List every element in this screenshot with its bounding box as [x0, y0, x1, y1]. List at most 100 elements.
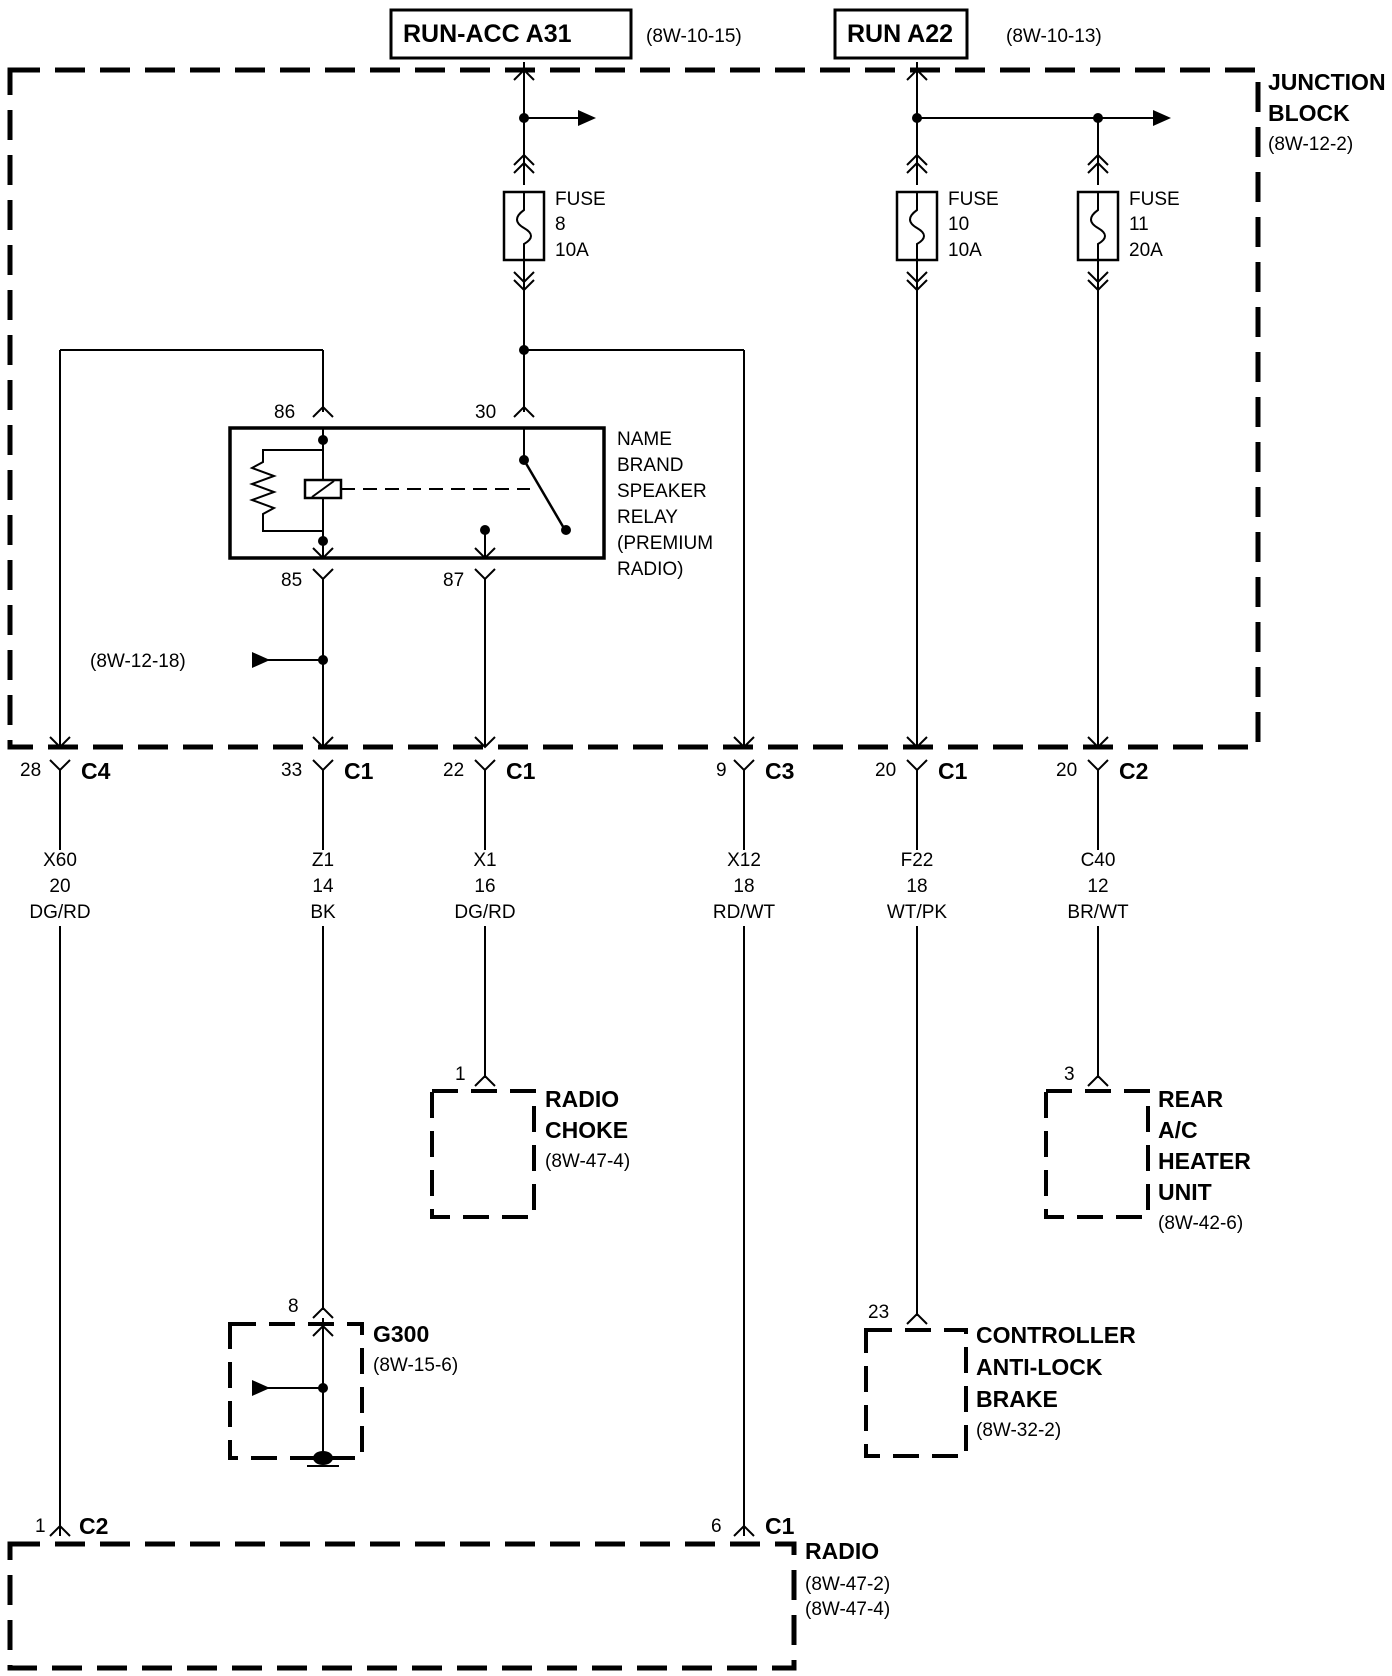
svg-text:RADIO): RADIO) — [617, 559, 684, 580]
svg-text:RADIO: RADIO — [805, 1538, 879, 1564]
svg-text:C2: C2 — [1119, 758, 1148, 784]
svg-text:BLOCK: BLOCK — [1268, 100, 1350, 126]
connector-c2-20: 20 C2 — [1056, 736, 1148, 784]
run-acc-label: RUN-ACC A31 — [403, 20, 572, 48]
connector-c1-33: 33 C1 — [281, 736, 374, 784]
connector-c1-22: 22 C1 — [443, 736, 536, 784]
relay-pin-86: 86 — [274, 402, 295, 423]
relay-box — [228, 426, 606, 560]
svg-text:UNIT: UNIT — [1158, 1179, 1212, 1205]
relay-label: NAME BRAND SPEAKER RELAY (PREMIUM RADIO) — [617, 429, 713, 580]
abs-pin: 23 — [868, 1302, 889, 1323]
svg-text:(8W-47-4): (8W-47-4) — [805, 1599, 890, 1620]
run-ref: (8W-10-13) — [1006, 26, 1102, 47]
svg-text:DG/RD: DG/RD — [29, 902, 90, 923]
fuse-10-number: 10 — [948, 214, 969, 235]
svg-text:28: 28 — [20, 760, 41, 781]
svg-text:20: 20 — [49, 876, 70, 897]
fuse-11-number: 11 — [1129, 214, 1149, 235]
svg-text:X60: X60 — [43, 850, 77, 871]
svg-text:WT/PK: WT/PK — [887, 902, 947, 923]
svg-text:C3: C3 — [765, 758, 794, 784]
svg-text:C40: C40 — [1081, 850, 1116, 871]
svg-text:18: 18 — [733, 876, 754, 897]
fuse-11-branch: FUSE 11 20A — [1076, 118, 1180, 747]
svg-text:18: 18 — [906, 876, 927, 897]
connector-c4-28: 28 C4 — [20, 736, 111, 784]
svg-text:20: 20 — [1056, 760, 1077, 781]
fuse-11-rating: 20A — [1129, 240, 1163, 261]
svg-text:C1: C1 — [938, 758, 968, 784]
svg-text:12: 12 — [1087, 876, 1108, 897]
wire-x1: X1 16 DG/RD — [454, 850, 515, 923]
svg-text:22: 22 — [443, 760, 464, 781]
fuse-8-rating: 10A — [555, 240, 589, 261]
abs-controller: 23 CONTROLLER ANTI-LOCK BRAKE (8W-32-2) — [864, 1302, 1136, 1458]
fuse-8-word: FUSE — [555, 189, 606, 210]
svg-text:C1: C1 — [506, 758, 536, 784]
radio-c1-name: C1 — [765, 1513, 795, 1539]
svg-text:RADIO: RADIO — [545, 1086, 619, 1112]
svg-text:BR/WT: BR/WT — [1067, 902, 1129, 923]
svg-text:RD/WT: RD/WT — [713, 902, 776, 923]
rear-ac-pin: 3 — [1064, 1064, 1075, 1085]
run-source: RUN A22 (8W-10-13) — [833, 8, 1102, 60]
fuse-10-rating: 10A — [948, 240, 982, 261]
svg-text:SPEAKER: SPEAKER — [617, 481, 707, 502]
fuse-10-symbol — [895, 190, 939, 262]
svg-text:C1: C1 — [344, 758, 374, 784]
g300-pin: 8 — [288, 1296, 299, 1317]
wire-x60: X60 20 DG/RD — [29, 850, 90, 923]
relay-pin-85: 85 — [281, 570, 302, 591]
fuse-11-word: FUSE — [1129, 189, 1180, 210]
speaker-relay: 86 30 85 87 NAME BRAND SPEAKER RELAY (PR… — [59, 349, 713, 747]
svg-text:(8W-47-2): (8W-47-2) — [805, 1574, 890, 1595]
splice-ref: (8W-12-18) — [90, 651, 186, 672]
radio-c2-pin: 1 — [35, 1516, 46, 1537]
svg-text:33: 33 — [281, 760, 302, 781]
radio-c2-name: C2 — [79, 1513, 108, 1539]
svg-text:(PREMIUM: (PREMIUM — [617, 533, 713, 554]
svg-text:20: 20 — [875, 760, 896, 781]
svg-text:A/C: A/C — [1158, 1117, 1198, 1143]
svg-text:(8W-42-6): (8W-42-6) — [1158, 1213, 1243, 1234]
fuse-10-word: FUSE — [948, 189, 999, 210]
fuse-8-number: 8 — [555, 214, 566, 235]
run-acc-ref: (8W-10-15) — [646, 26, 742, 47]
radio-choke-pin: 1 — [455, 1064, 466, 1085]
g300-ground: 8 G300 (8W-15-6) — [228, 1296, 458, 1467]
svg-text:X12: X12 — [727, 850, 761, 871]
radio: 1 C2 6 C1 RADIO (8W-47-2) (8W-47-4) — [7, 1513, 890, 1671]
svg-text:REAR: REAR — [1158, 1086, 1224, 1112]
svg-text:BK: BK — [310, 902, 336, 923]
connector-c1-20: 20 C1 — [875, 736, 968, 784]
svg-text:JUNCTION: JUNCTION — [1268, 69, 1386, 95]
svg-text:RELAY: RELAY — [617, 507, 678, 528]
run-acc-source: RUN-ACC A31 (8W-10-15) — [389, 8, 742, 60]
fuse-11-symbol — [1076, 190, 1120, 262]
junction-block-outline — [7, 67, 1261, 750]
run-label: RUN A22 — [847, 20, 953, 48]
radio-c1-pin: 6 — [711, 1516, 722, 1537]
wire-z1: Z1 14 BK — [310, 850, 336, 923]
junction-block-label: JUNCTION BLOCK (8W-12-2) — [1268, 69, 1386, 155]
rear-ac-heater-unit: 3 REAR A/C HEATER UNIT (8W-42-6) — [1044, 1064, 1251, 1234]
svg-text:(8W-47-4): (8W-47-4) — [545, 1151, 630, 1172]
radio-choke: 1 RADIO CHOKE (8W-47-4) — [430, 1064, 630, 1219]
wire-x12: X12 18 RD/WT — [713, 850, 776, 923]
svg-text:(8W-32-2): (8W-32-2) — [976, 1420, 1061, 1441]
fuse-8-symbol — [502, 190, 546, 262]
svg-text:X1: X1 — [473, 850, 496, 871]
relay-pin-87: 87 — [443, 570, 464, 591]
connector-c3-9: 9 C3 — [716, 736, 794, 784]
ground-icon — [313, 1451, 333, 1465]
svg-text:Z1: Z1 — [312, 850, 334, 871]
svg-text:9: 9 — [716, 760, 727, 781]
wire-f22: F22 18 WT/PK — [887, 850, 947, 923]
svg-text:CHOKE: CHOKE — [545, 1117, 628, 1143]
svg-text:NAME: NAME — [617, 429, 672, 450]
svg-text:CONTROLLER: CONTROLLER — [976, 1322, 1136, 1348]
svg-text:DG/RD: DG/RD — [454, 902, 515, 923]
svg-text:14: 14 — [312, 876, 334, 897]
relay-pin-30: 30 — [475, 402, 496, 423]
